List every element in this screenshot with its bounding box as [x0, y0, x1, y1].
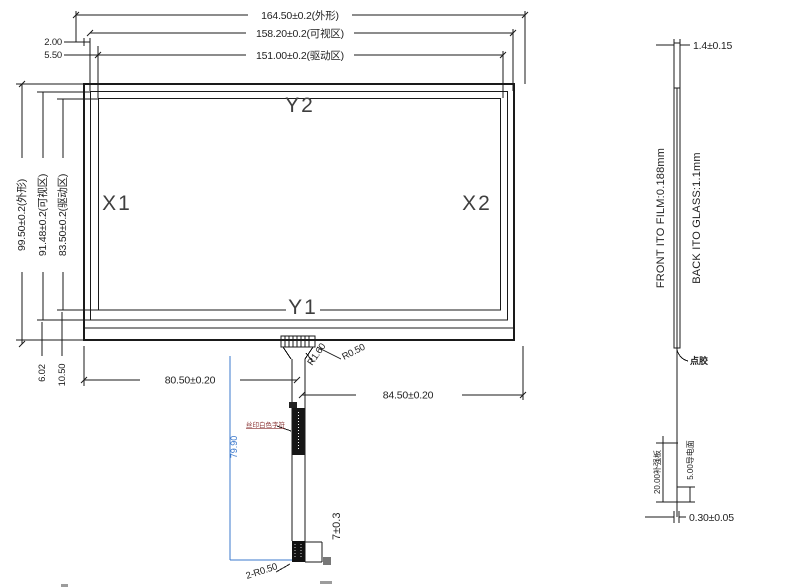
back-ito-glass-label: BACK ITO GLASS:1.1mm — [691, 152, 703, 284]
r050-leader — [317, 347, 341, 359]
dim-label: 2.00 — [44, 37, 62, 48]
dim-conductive: 5.00导电面 — [677, 440, 695, 502]
plan-view: 164.50±0.2(外形) 158.20±0.2(可视区) 151.00±0.… — [16, 10, 528, 386]
dim-label: 99.50±0.2(外形) — [16, 179, 28, 251]
dim-offset-top2: 5.50 — [44, 46, 98, 98]
dim-label: 80.50±0.20 — [165, 375, 216, 387]
silk-label: 丝印白色字符 — [246, 420, 286, 429]
dim-active-height: 83.50±0.2(驱动区) — [57, 99, 98, 310]
label-y1-mask — [286, 297, 320, 316]
dim-stiffener: 20.00补强板 — [652, 436, 678, 502]
end-radius-label: 2-R0.50 — [245, 561, 279, 581]
active-area-rect — [99, 99, 501, 311]
front-ito-film-label: FRONT ITO FILM:0.188mm — [655, 148, 667, 288]
dim-label: 6.02 — [37, 364, 48, 382]
dim-total-thickness: 1.4±0.15 — [656, 39, 733, 52]
tiny-mark — [61, 584, 68, 587]
r050-label: R0.50 — [340, 342, 367, 363]
dim-end-width: 7±0.3 — [305, 513, 343, 562]
dim-tail-right: 84.50±0.20 — [299, 346, 526, 402]
dim-active-width: 151.00±0.2(驱动区) — [95, 50, 506, 98]
dim-label: 84.50±0.20 — [383, 390, 434, 402]
dim-label: 20.00补强板 — [652, 450, 662, 494]
dim-label: 1.4±0.15 — [693, 40, 733, 52]
dim-bottom-gap-large: 10.50 — [57, 312, 68, 386]
dim-label: 7±0.3 — [331, 513, 343, 540]
tiny-mark — [320, 581, 332, 584]
silk-print-bar — [292, 408, 305, 455]
glue-label: 点胶 — [690, 355, 708, 366]
blue-dim-label: 79.90 — [229, 436, 239, 459]
dim-label: 5.00导电面 — [685, 440, 695, 480]
label-y2: Y2 — [285, 94, 315, 117]
dim-visible-width: 158.20±0.2(可视区) — [87, 27, 516, 91]
side-view: 1.4±0.15 FRONT ITO FILM:0.188mm BACK ITO… — [645, 39, 734, 524]
end-radius-leader — [276, 564, 290, 572]
dim-label: 158.20±0.2(可视区) — [256, 27, 344, 40]
glue-leader — [677, 350, 688, 361]
visible-area-rect — [91, 92, 508, 321]
tiny-mark — [323, 557, 331, 565]
outline-rect — [84, 84, 514, 340]
dim-tail-thickness: 0.30±0.05 — [645, 511, 734, 524]
dim-label: 91.48±0.2(可视区) — [36, 174, 49, 256]
dim-offset-top: 2.00 — [44, 37, 90, 91]
tail-flare — [283, 347, 313, 359]
dim-label: 10.50 — [57, 364, 68, 387]
dim-visible-height: 91.48±0.2(可视区) — [36, 92, 90, 320]
dim-bottom-gap-small: 6.02 — [37, 322, 48, 382]
connector-hatch — [285, 336, 309, 347]
dim-label: 164.50±0.2(外形) — [261, 10, 339, 22]
dim-label: 0.30±0.05 — [689, 512, 734, 524]
r160-leader — [306, 353, 313, 362]
silk-mark-box — [289, 402, 297, 408]
dim-label: 83.50±0.2(驱动区) — [57, 174, 69, 256]
dim-label: 5.50 — [44, 50, 62, 61]
label-x1: X1 — [102, 192, 132, 215]
dim-label: 151.00±0.2(驱动区) — [256, 50, 344, 62]
tail-end-connector — [292, 541, 306, 562]
silk-leader-line — [277, 426, 291, 431]
dim-tail-left: 80.50±0.20 — [81, 346, 300, 387]
label-x2: X2 — [462, 192, 492, 215]
label-y1: Y1 — [288, 296, 318, 319]
dim-outline-height: 99.50±0.2(外形) — [16, 81, 84, 347]
tail-assembly: 丝印白色字符 79.90 80.50±0.20 84.50±0.20 R0.50… — [61, 336, 526, 587]
dim-outline-width: 164.50±0.2(外形) — [73, 10, 528, 84]
tail-connector-block — [281, 336, 315, 347]
